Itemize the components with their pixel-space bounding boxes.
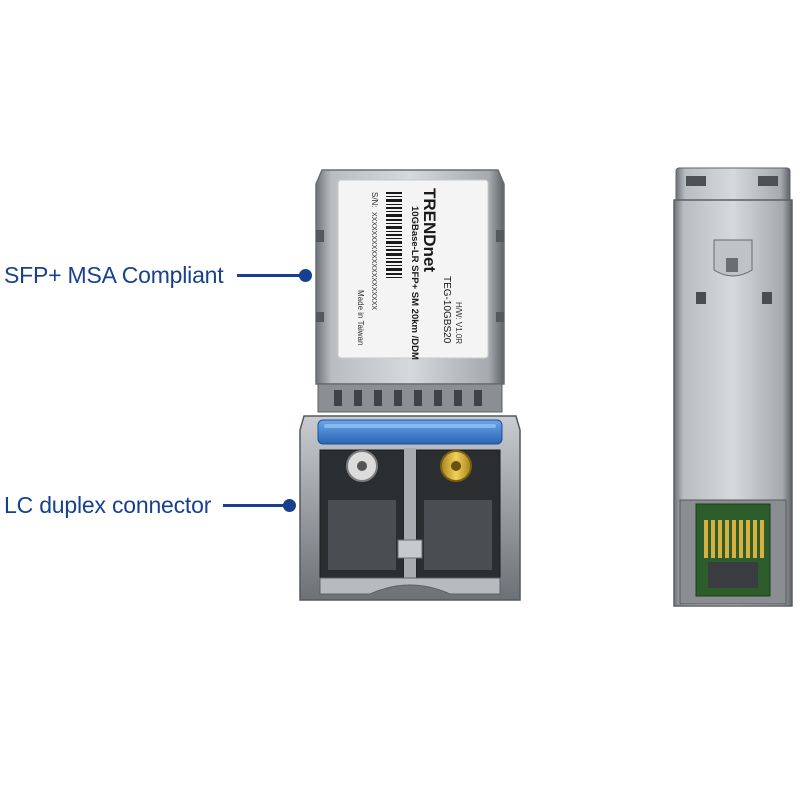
callout-lc-label: LC duplex connector [4,492,212,518]
label-brand: TRENDnet [420,188,439,272]
sfp-module-front: TRENDnet 10GBase-LR SFP+ SM 20km /DDM TE… [299,169,521,601]
label-serial: XXXXXXXXXXXXXXXXXXXXX [370,212,377,310]
callout-msa-label: SFP+ MSA Compliant [4,262,224,288]
label-hw: H/W: V1.0R [454,302,463,344]
callout-msa-leader [237,274,302,277]
product-label [337,179,489,359]
callout-lc-leader [223,504,286,507]
label-sn: S/N: [370,192,379,208]
callout-lc-dot [283,499,297,512]
label-model-line: 10GBase-LR SFP+ SM 20km /DDM [409,206,420,360]
callout-msa-dot [299,269,313,282]
blue-latch [317,419,503,445]
gold-contacts [704,520,764,558]
label-origin: Made in Taiwan [356,290,365,345]
callout-msa: SFP+ MSA Compliant [4,262,313,289]
sfp-module-side [673,167,793,607]
callout-lc: LC duplex connector [4,492,297,519]
label-model-number: TEG-10GBS20 [441,276,452,344]
barcode [386,192,404,280]
